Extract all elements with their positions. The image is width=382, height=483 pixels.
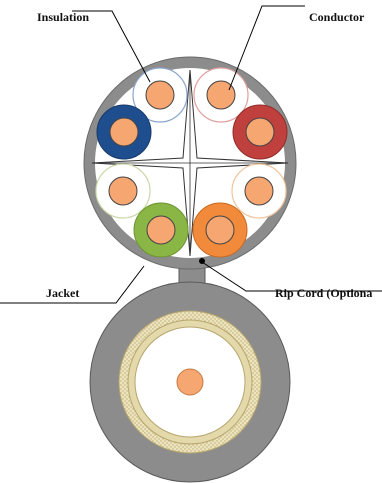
leader-lines (0, 5, 382, 304)
jacket-leader (0, 265, 145, 304)
conductor-white-green (108, 176, 138, 206)
label-insulation: Insulation (37, 10, 89, 24)
insulation-leader (72, 10, 151, 83)
conductor-white-orange (244, 176, 274, 206)
twisted-pair-section (83, 56, 297, 270)
conductor-green (146, 215, 176, 245)
coax-section (89, 267, 291, 483)
rip-cord-leader (201, 261, 382, 292)
conductor-white-blue (145, 80, 175, 110)
conductor-blue (109, 117, 139, 147)
label-conductor: Conductor (309, 10, 365, 24)
label-rip-cord: Rip Cord (Optiona (275, 286, 372, 300)
conductor-white-red (206, 80, 236, 110)
conductor-orange (205, 215, 235, 245)
conductor-leader (228, 5, 305, 91)
coax-center-conductor (176, 368, 204, 396)
conductor-red (245, 117, 275, 147)
label-jacket: Jacket (46, 286, 79, 300)
